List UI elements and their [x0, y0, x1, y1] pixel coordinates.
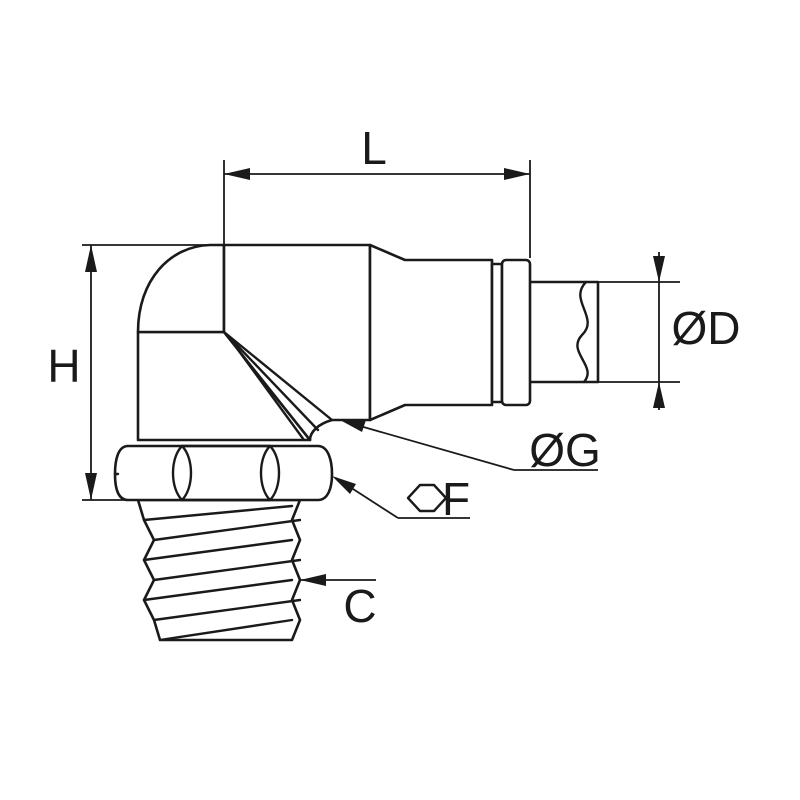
threaded-stem	[136, 498, 302, 642]
dimension-height	[82, 244, 210, 501]
label-thread: C	[343, 580, 376, 632]
label-height: H	[47, 340, 80, 392]
dimension-length	[223, 160, 531, 258]
label-length: L	[361, 122, 387, 174]
label-tube-diameter: ØD	[672, 302, 741, 354]
leader-hex-size	[332, 476, 470, 519]
label-hex-size: F	[442, 473, 470, 525]
leader-body-diameter	[340, 420, 598, 471]
hex-nut	[113, 444, 334, 502]
hexagon-icon	[406, 483, 448, 513]
leader-thread	[300, 574, 376, 586]
elbow-body	[136, 243, 532, 442]
dimension-tube-diameter	[598, 252, 680, 410]
tube	[526, 280, 600, 384]
tube-break-line	[576, 280, 589, 384]
label-body-diameter: ØG	[529, 424, 601, 476]
